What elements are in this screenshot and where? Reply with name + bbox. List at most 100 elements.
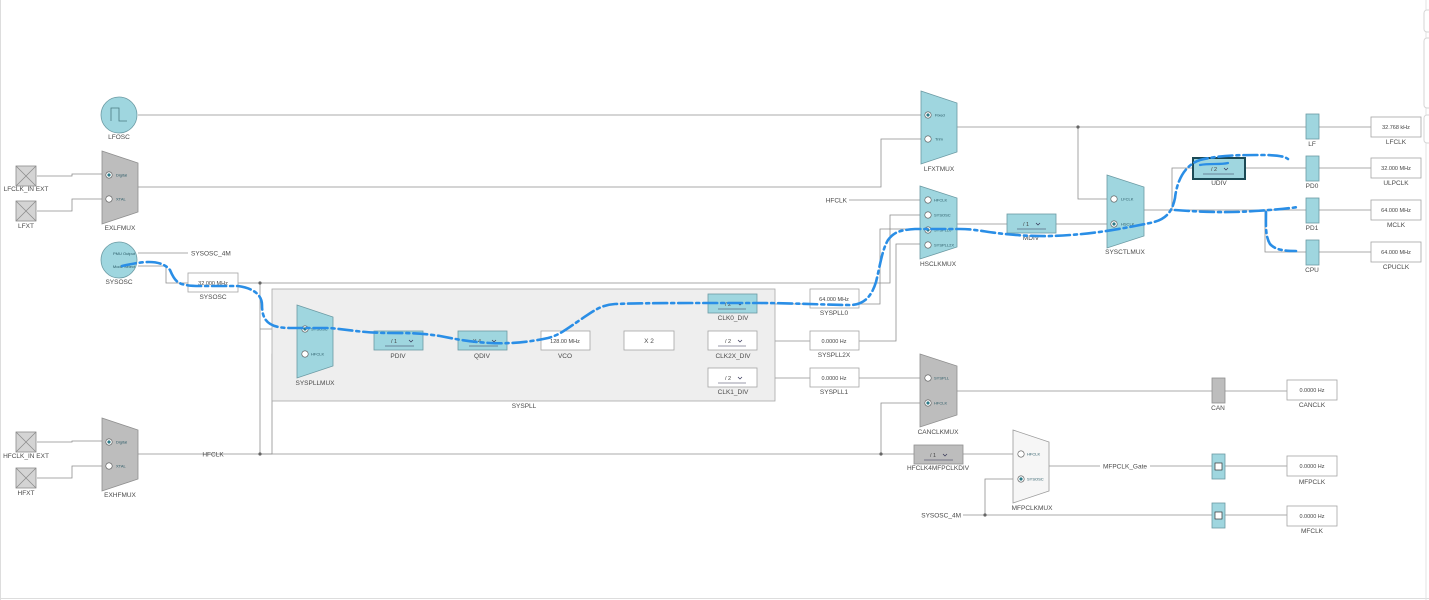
exlfmux-xtal-label: XTAL	[116, 197, 126, 202]
canclk-label: CANCLK	[1299, 402, 1326, 409]
pdiv-value: / 1	[391, 339, 397, 345]
mfclk-value: 0.0000 Hz	[1299, 514, 1324, 520]
clk1-div-select[interactable]: / 2 CLK1_DIV	[707, 367, 758, 396]
lfclk-label: LFCLK	[1386, 139, 1407, 146]
canclk-value: 0.0000 Hz	[1299, 388, 1324, 394]
hsclkmux-syspll2x-radio[interactable]	[924, 241, 932, 249]
lf-gate[interactable]: LF	[1305, 113, 1320, 148]
lfxtmux-fixed-label: Fixed	[935, 113, 945, 118]
mdiv-label: MDIV	[1023, 235, 1040, 242]
hsclkmux[interactable]: HFCLK SYSOSC SYSPLL0 SYSPLL2X HSCLKMUX	[919, 185, 958, 268]
mclk-label: MCLK	[1387, 222, 1406, 229]
syspll2x-freq-value: 0.0000 Hz	[821, 339, 846, 345]
qdiv-label: QDIV	[474, 353, 491, 360]
hfclk4mfpclkdiv-select[interactable]: / 1 HFCLK4MFPCLKDIV	[907, 444, 970, 472]
hfclk-in-ext-pin[interactable]: HFCLK_IN EXT	[3, 431, 49, 460]
clk2x-div-select[interactable]: / 2 CLK2X_DIV	[707, 330, 758, 360]
lfxtmux-trim-label: Trim	[935, 137, 944, 142]
mfpclk-output: 0.0000 Hz MFPCLK	[1286, 455, 1338, 486]
lfxtmux-trim-radio[interactable]	[924, 135, 932, 143]
syspll2x-freq-box: 0.0000 Hz SYSPLL2X	[809, 330, 860, 359]
syspll0-freq-value: 64.000 MHz	[819, 297, 849, 303]
canclkmux-syspll-radio[interactable]	[924, 374, 932, 382]
udiv-select[interactable]: / 2 UDIV	[1192, 157, 1246, 187]
syspll1-freq-label: SYSPLL1	[820, 389, 849, 396]
vco-label: VCO	[558, 353, 572, 360]
annotation-path-main	[120, 153, 1290, 345]
udiv-label: UDIV	[1211, 180, 1227, 187]
cpuclk-value: 64.000 MHz	[1381, 250, 1411, 256]
chevron-down-icon	[942, 453, 948, 457]
lfxt-label: LFXT	[18, 223, 34, 230]
canclk-output: 0.0000 Hz CANCLK	[1286, 379, 1338, 409]
exlfmux-xtal-radio[interactable]	[105, 195, 113, 203]
exlfmux-digital-label: Digital	[116, 173, 127, 178]
chevron-down-icon	[1035, 222, 1041, 226]
mfpclkmux-hfclk-label: HFCLK	[1027, 452, 1040, 457]
syspll0-freq-label: SYSPLL0	[820, 310, 849, 317]
syspllmux-hfclk-radio[interactable]	[301, 350, 309, 358]
mfpclkmux-hfclk-radio[interactable]	[1017, 450, 1025, 458]
exhfmux-label: EXHFMUX	[104, 492, 136, 499]
mdiv-select[interactable]: / 1 MDIV	[1006, 213, 1057, 242]
x2-label: X 2	[644, 338, 654, 345]
sysosc-4m-bottom-label: SYSOSC_4M	[921, 513, 961, 520]
exhfmux-xtal-radio[interactable]	[105, 462, 113, 470]
chevron-down-icon	[408, 339, 414, 343]
side-panel-tab[interactable]	[1423, 37, 1429, 109]
mdiv-value: / 1	[1023, 222, 1029, 228]
chevron-down-icon	[1223, 167, 1229, 171]
canclkmux-hfclk-label: HFCLK	[934, 401, 947, 406]
hfclk-in-ext-label: HFCLK_IN EXT	[3, 453, 49, 460]
sysctlmux-lfclk-radio[interactable]	[1110, 195, 1118, 203]
mfclk-output: 0.0000 Hz MFCLK	[1286, 505, 1338, 535]
chevron-down-icon	[737, 376, 743, 380]
exhfmux[interactable]: Digital XTAL EXHFMUX	[101, 417, 139, 499]
lfclk-value: 32.768 kHz	[1382, 125, 1410, 131]
lfosc-source[interactable]: LFOSC	[100, 96, 138, 141]
hfxt-pin[interactable]: HFXT	[15, 467, 37, 497]
annotation-path-cpu	[1264, 210, 1298, 253]
wires	[37, 114, 1371, 516]
clk1-div-value: / 2	[725, 376, 731, 382]
syspllmux-hfclk-label: HFCLK	[311, 352, 324, 357]
cpu-gate-label: CPU	[1305, 267, 1319, 274]
side-panel-tab[interactable]	[1423, 114, 1429, 144]
canclkmux[interactable]: SYSPLL HFCLK CANCLKMUX	[918, 353, 959, 436]
hfclk4mfpclkdiv-label: HFCLK4MFPCLKDIV	[907, 465, 970, 472]
exhfmux-xtal-label: XTAL	[116, 464, 126, 469]
mfclk-gate-checkbox[interactable]	[1211, 502, 1226, 529]
lfxtmux[interactable]: Fixed Trim LFXTMUX	[920, 90, 958, 173]
lfosc-label: LFOSC	[108, 134, 130, 141]
syspll1-freq-value: 0.0000 Hz	[821, 376, 846, 382]
mfpclk-gate-checkbox[interactable]	[1211, 453, 1226, 480]
mfpclkmux[interactable]: HFCLK SYSOSC MFPCLKMUX	[1012, 429, 1053, 512]
pdiv-select[interactable]: / 1 PDIV	[373, 330, 424, 360]
mclk-value: 64.000 MHz	[1381, 208, 1411, 214]
exlfmux[interactable]: Digital XTAL EXLFMUX	[101, 150, 139, 232]
checkbox-icon	[1214, 462, 1223, 471]
cpuclk-label: CPUCLK	[1383, 264, 1410, 271]
hsclkmux-hfclk-radio[interactable]	[924, 196, 932, 204]
pd1-gate[interactable]: PD1	[1305, 197, 1320, 232]
lfxt-pin[interactable]: LFXT	[15, 200, 37, 230]
sysctlmux[interactable]: LFCLK HSCLK SYSCTLMUX	[1105, 174, 1146, 256]
lfclk-in-ext-pin[interactable]: LFCLK_IN EXT	[4, 165, 49, 193]
can-gate[interactable]: CAN	[1211, 377, 1226, 412]
pd1-gate-label: PD1	[1306, 225, 1319, 232]
hsclkmux-syspll2x-label: SYSPLL2X	[934, 243, 954, 248]
lfclk-in-ext-label: LFCLK_IN EXT	[4, 186, 49, 193]
exlfmux-label: EXLFMUX	[105, 225, 136, 232]
hsclkmux-sysosc-radio[interactable]	[924, 211, 932, 219]
annotation-path-mclk	[1173, 205, 1300, 214]
udiv-value: / 2	[1211, 167, 1217, 173]
side-panel-tab[interactable]	[1423, 9, 1429, 33]
pd0-gate[interactable]: PD0	[1305, 155, 1320, 190]
canclkmux-syspll-label: SYSPLL	[934, 376, 950, 381]
sysctlmux-lfclk-label: LFCLK	[1121, 197, 1134, 202]
syspllmux-label: SYSPLLMUX	[295, 380, 335, 387]
cpu-gate[interactable]: CPU	[1305, 239, 1320, 274]
lfxtmux-label: LFXTMUX	[924, 166, 955, 173]
